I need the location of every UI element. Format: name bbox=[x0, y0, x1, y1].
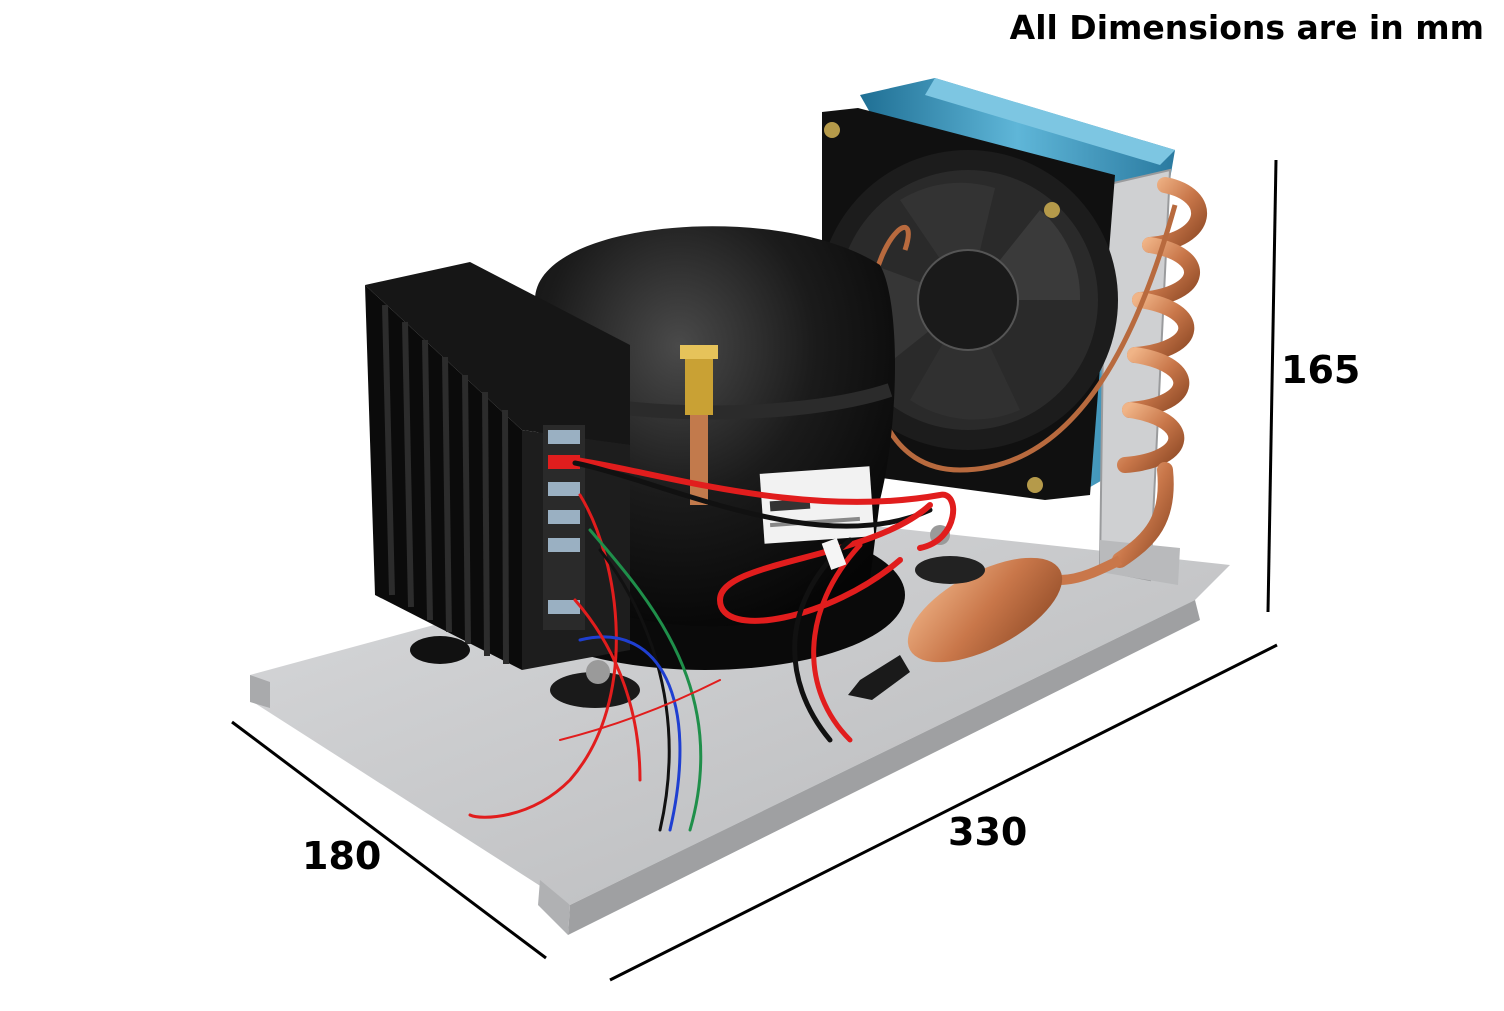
length-dimension-line bbox=[609, 643, 1278, 982]
fan bbox=[818, 108, 1118, 500]
filter-drier bbox=[848, 555, 1123, 700]
capillary-tube bbox=[865, 204, 1178, 473]
dimension-lines bbox=[231, 159, 1278, 982]
control-module bbox=[365, 262, 630, 670]
length-dimension-label: 330 bbox=[948, 810, 1028, 854]
width-dimension-line bbox=[231, 720, 547, 960]
height-dimension-line bbox=[1266, 159, 1278, 613]
wiring bbox=[468, 457, 956, 832]
width-dimension-label: 180 bbox=[302, 834, 382, 878]
height-dimension-label: 165 bbox=[1281, 348, 1361, 392]
units-note: All Dimensions are in mm bbox=[1009, 8, 1484, 47]
condenser-coils bbox=[1112, 177, 1208, 568]
